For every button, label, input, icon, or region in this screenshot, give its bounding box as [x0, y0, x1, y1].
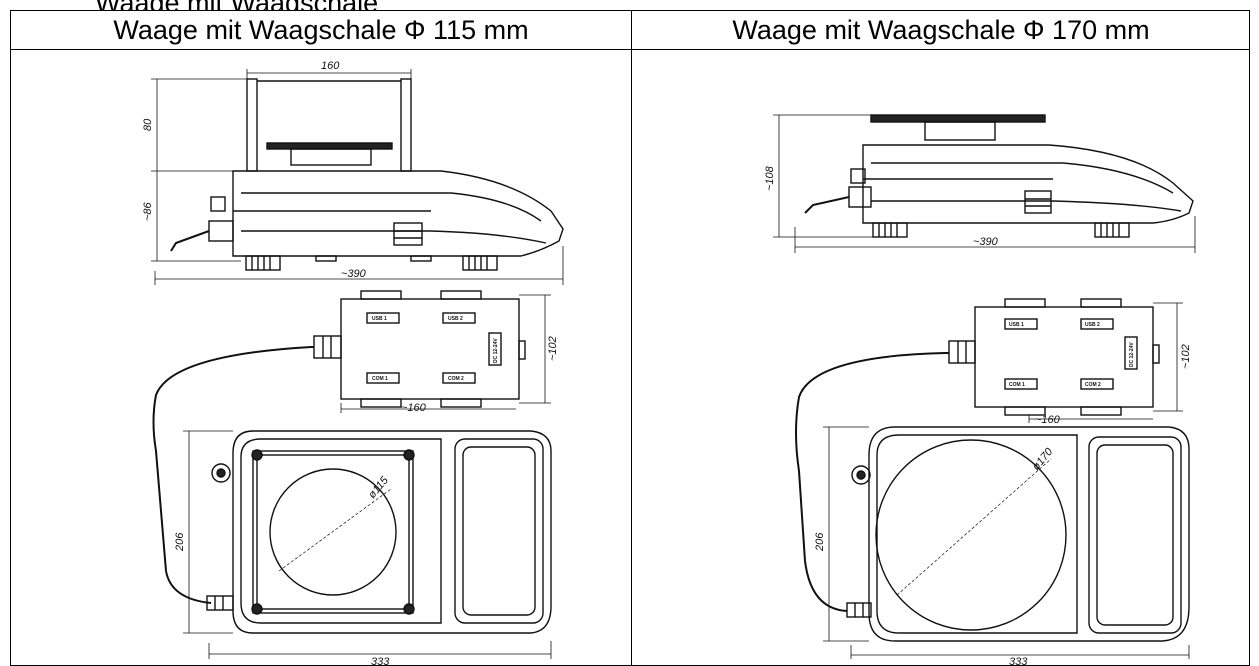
port-com2-left: COM 2: [448, 376, 464, 382]
feet-side-right: [872, 222, 1130, 238]
scale-body-side-right: [862, 144, 1194, 224]
connector-side-right: [804, 168, 872, 214]
column-divider: [631, 11, 632, 665]
top-dimension-lines-right: [823, 426, 1190, 659]
feet-side: [245, 255, 498, 271]
port-com1-right: COM 1: [1009, 382, 1025, 388]
scale-body-side: [232, 170, 564, 257]
dim-80: 80: [142, 118, 154, 131]
dim-206-right: 206: [814, 532, 826, 552]
drawing-cell-left: 160 80 ~86 ~390 USB 1 USB 2 COM 1 COM 2 …: [11, 51, 631, 665]
cable-right: [795, 352, 949, 612]
weighing-pan-170: [875, 439, 1067, 631]
top-view-connectors-left: [206, 463, 234, 611]
pan-diameter-label-left: ø115: [366, 474, 391, 501]
dim-160-box-left: ~160: [401, 402, 427, 414]
dim-333-right: 333: [1009, 656, 1028, 665]
dim-333-left: 333: [371, 656, 390, 665]
cable-left: [152, 346, 314, 604]
scale-drawing-170: ~108 ~390 USB 1 USB 2 COM 1 COM 2 DC 12-…: [764, 114, 1196, 665]
weighing-pan-side-170: [870, 114, 1046, 141]
top-view-connectors-right: [846, 465, 872, 618]
weighing-pan-side: [266, 142, 393, 166]
scale-drawing-115: 160 80 ~86 ~390 USB 1 USB 2 COM 1 COM 2 …: [142, 60, 564, 665]
port-usb2-right: USB 2: [1085, 322, 1100, 328]
dim-206-left: 206: [174, 532, 186, 552]
port-com1-left: COM 1: [372, 376, 388, 382]
pan-diameter-label-right: ø170: [1030, 445, 1056, 473]
header-right: Waage mit Waagschale Φ 170 mm: [732, 15, 1150, 45]
top-dimension-lines-left: [183, 430, 552, 659]
drawing-cell-right: ~108 ~390 USB 1 USB 2 COM 1 COM 2 DC 12-…: [633, 51, 1249, 665]
pan-diameter-line-right: [896, 458, 1052, 596]
dim-108: ~108: [764, 165, 776, 191]
pan-diameter-line-left: [278, 488, 392, 572]
port-usb2-left: USB 2: [448, 316, 463, 322]
port-dc-left: DC 12-24V: [493, 338, 499, 363]
connector-side: [170, 196, 234, 252]
side-dimension-lines: [151, 69, 564, 285]
dim-390-left: ~390: [341, 268, 367, 280]
port-dc-right: DC 12-24V: [1129, 342, 1135, 367]
interface-box-right: [948, 298, 1160, 416]
header-left: Waage mit Waagschale Φ 115 mm: [113, 15, 529, 45]
cropped-header-text: Waage mit Waagschale: [95, 0, 378, 10]
header-divider: [11, 49, 1249, 50]
draft-shield: [246, 78, 412, 172]
port-usb1-right: USB 1: [1009, 322, 1024, 328]
dim-160-top: 160: [321, 60, 340, 72]
dim-390-right: ~390: [973, 236, 999, 248]
cropped-header-fragment: Waage mit Waagschale: [0, 0, 1259, 10]
dim-160-box-right: ~160: [1035, 414, 1061, 426]
side-dimension-lines-right: [773, 114, 1196, 253]
interface-dimension-lines-left: [340, 294, 551, 413]
port-usb1-left: USB 1: [372, 316, 387, 322]
interface-box-left: [313, 290, 526, 408]
port-com2-right: COM 2: [1085, 382, 1101, 388]
top-view-body-right: [868, 426, 1190, 642]
drawing-table: Waage mit Waagschale Φ 115 mm Waage mit …: [10, 10, 1250, 666]
dim-86: ~86: [142, 201, 154, 221]
weighing-pan-115: [269, 468, 397, 596]
dim-102-right: ~102: [1180, 344, 1192, 369]
top-view-body-left: [232, 430, 552, 634]
interface-dimension-lines-right: [1028, 302, 1183, 423]
dim-102-left: ~102: [547, 336, 559, 361]
